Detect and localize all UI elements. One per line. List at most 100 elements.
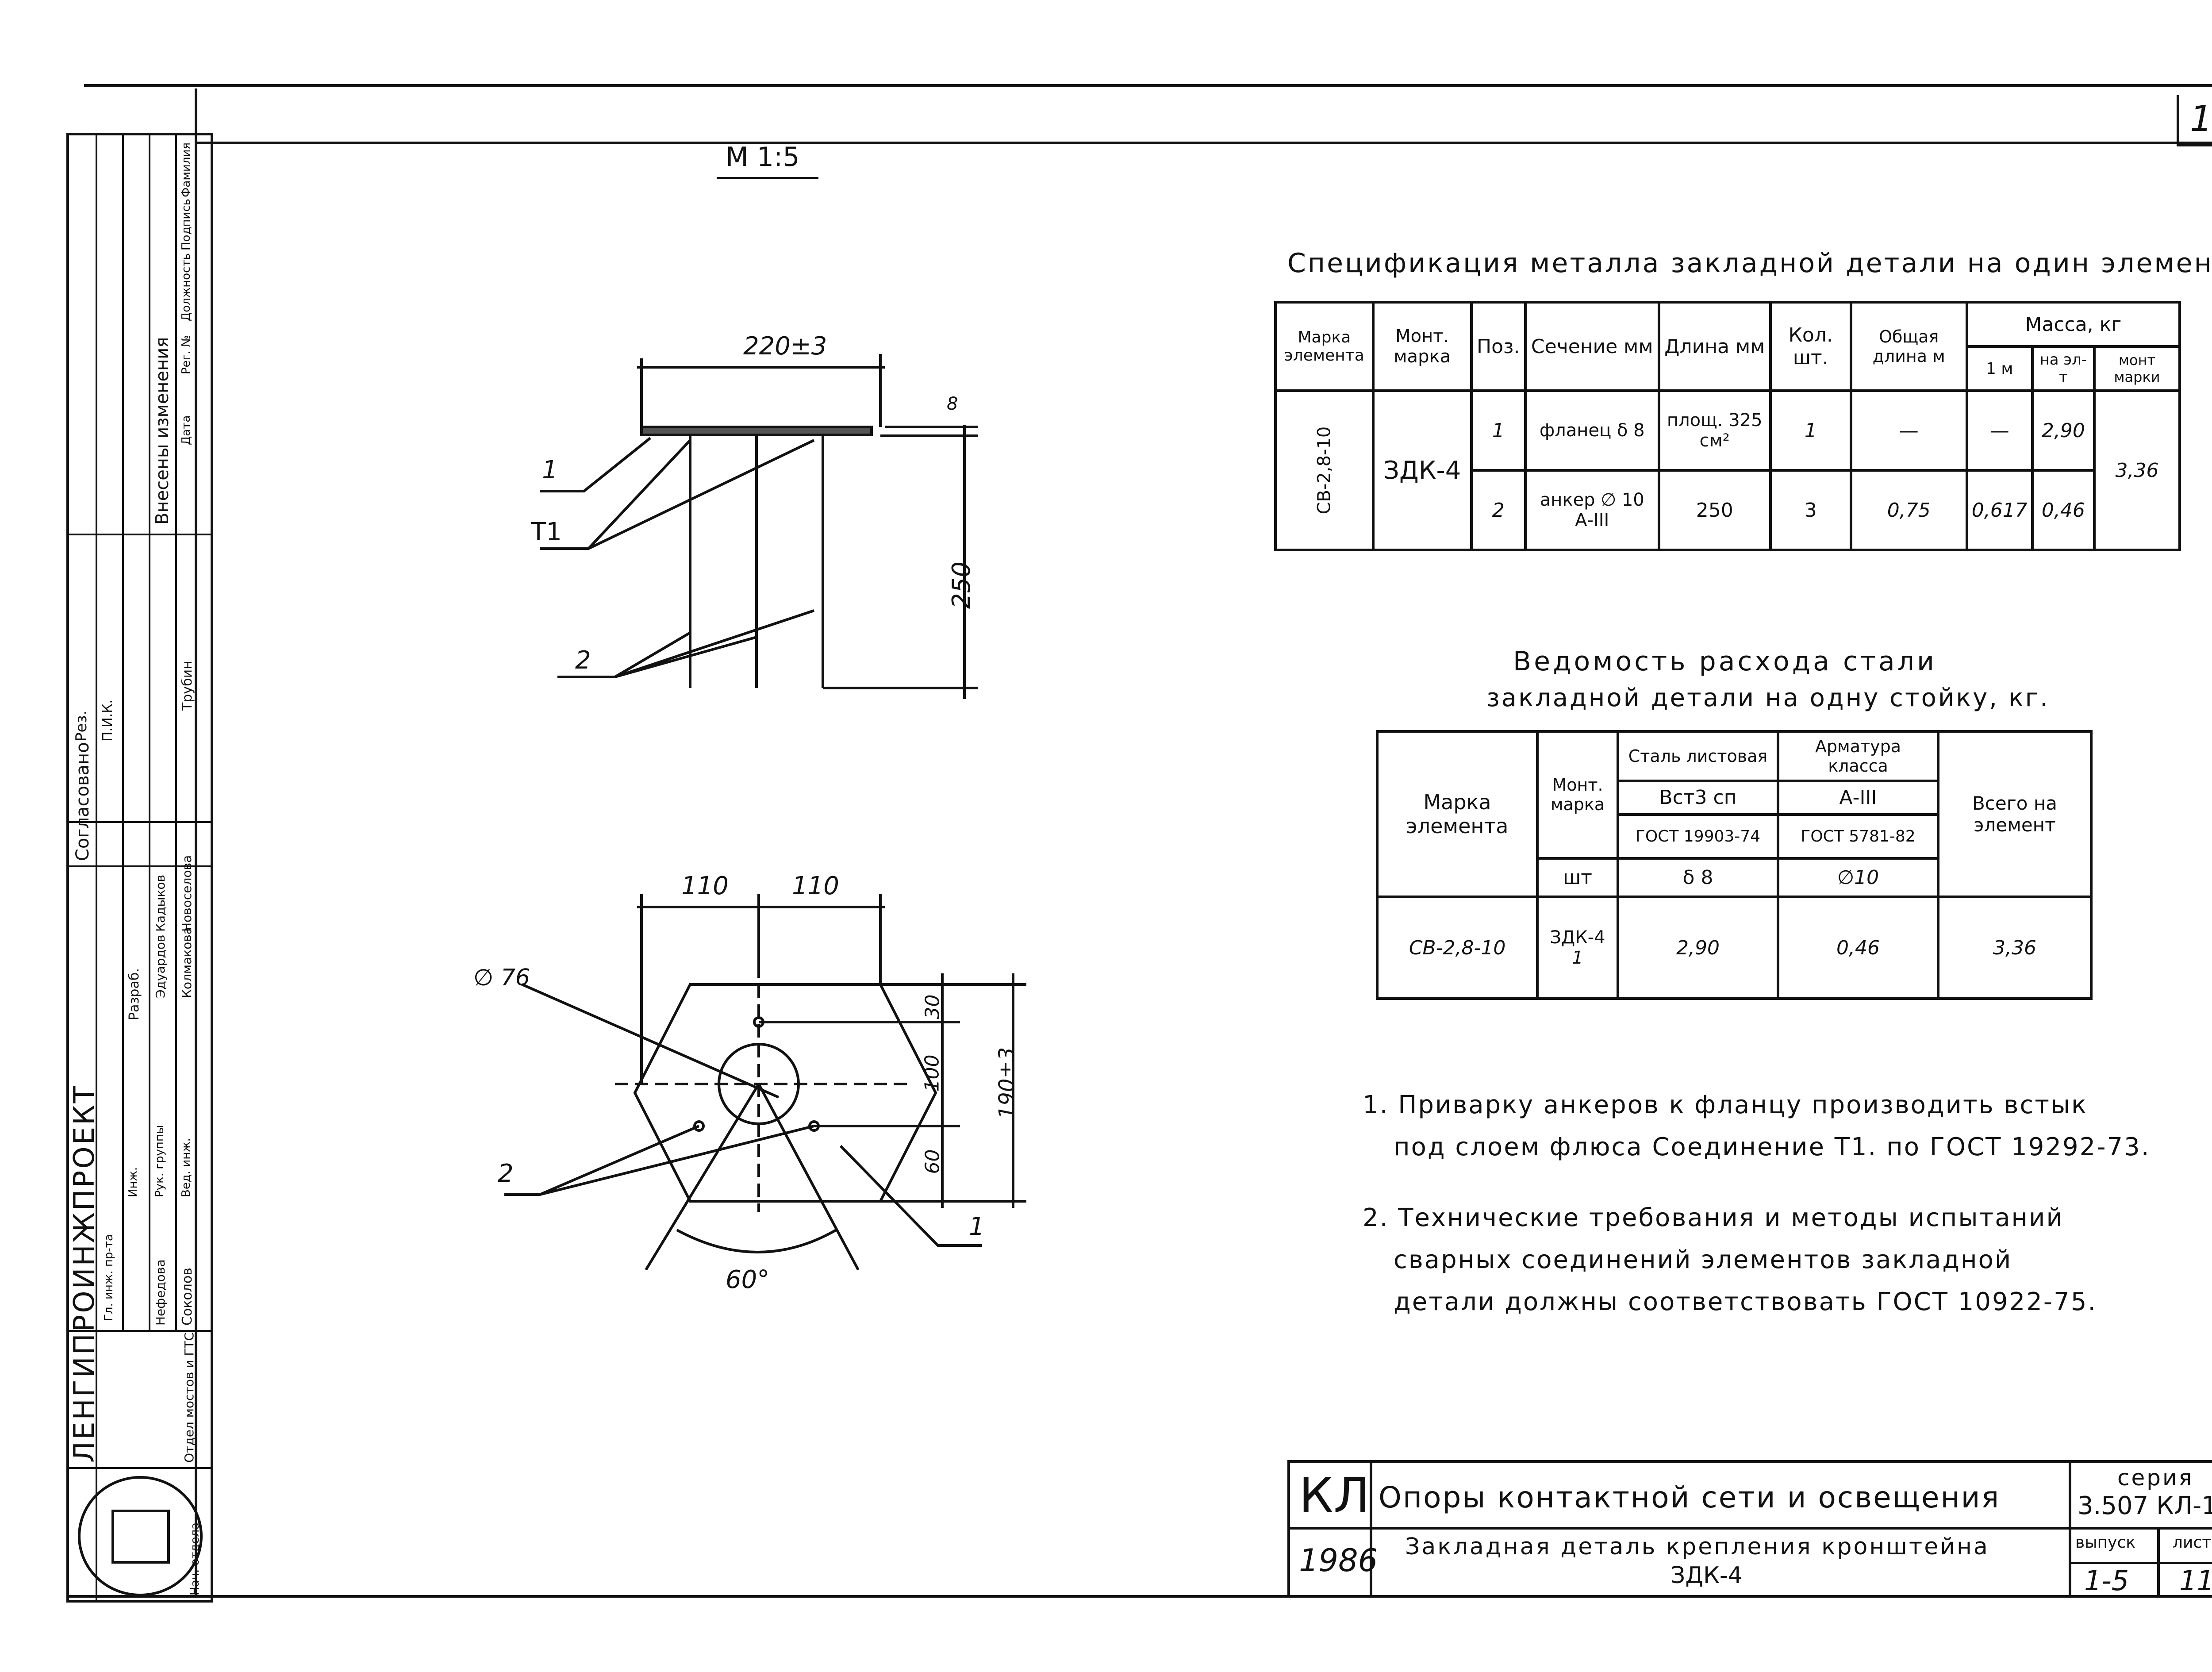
spec-cell-length: 250 [1657, 469, 1772, 551]
angle-line [757, 1083, 860, 1271]
sidebar-col-line [122, 135, 124, 1330]
tb-col-line [2069, 1463, 2071, 1598]
leader-2c [614, 609, 814, 678]
steel-rebar-gost: ГОСТ 5781-82 [1777, 813, 1939, 860]
spec-cell-totallen: — [1849, 389, 1968, 472]
dim-thickness: 8 [947, 394, 958, 414]
spec-cell-1m: — [1965, 389, 2034, 472]
steel-h-rebar: Арматура класса [1777, 730, 1939, 782]
tb-sub-title-1: Закладная деталь крепления кронштейна [1405, 1534, 1989, 1560]
sidebar-row-line [69, 1330, 211, 1332]
tb-sheet-value: 11 [2179, 1564, 2212, 1597]
steel-row-mount: ЗДК-4 1 [1536, 896, 1619, 1000]
angle-arc [676, 1229, 837, 1253]
frame-left-line [195, 88, 197, 1597]
logo-inner-box [111, 1510, 170, 1564]
flange-plate [640, 426, 873, 436]
spec-mount-mark: ЗДК-4 [1371, 389, 1473, 551]
spec-cell-1m: 0,617 [1965, 469, 2034, 551]
leader-t1 [540, 439, 691, 550]
dim-110-left: 110 [681, 872, 729, 900]
spec-cell-totallen: 0,75 [1849, 469, 1968, 551]
spec-cell-perel: 2,90 [2031, 389, 2096, 472]
dim-height: 250 [947, 561, 976, 609]
scale-label: М 1:5 [726, 142, 800, 173]
steel-title-2: закладной детали на одну стойку, кг. [1486, 684, 2050, 712]
spec-cell-pos: 2 [1470, 469, 1527, 551]
page-number: 15 [2190, 98, 2212, 139]
callout-t1: Т1 [531, 518, 562, 546]
tb-main-title: Опоры контактной сети и освещения [1379, 1480, 2001, 1514]
dim-190: 190±3 [995, 1047, 1020, 1119]
spec-mount-total: 3,36 [2093, 389, 2181, 551]
callout-1: 1 [542, 456, 558, 484]
note-line: 2. Технические требования и методы испыт… [1363, 1203, 2064, 1232]
sidebar-row-line [69, 534, 211, 535]
tb-issue-value: 1-5 [2084, 1564, 2129, 1597]
sidebar-row-line [69, 865, 211, 867]
spec-h-mass: Масса, кг [1965, 301, 2181, 348]
leader-1 [839, 1145, 982, 1247]
spec-h-pos: Поз. [1470, 301, 1527, 392]
steel-sheet-grade: Вст3 сп [1617, 779, 1779, 816]
leader-2b [539, 1125, 814, 1196]
tb-row-line [2069, 1562, 2212, 1564]
hexagon-flange [633, 983, 937, 1203]
frame-inner-top-line [195, 142, 2212, 144]
note-line: под слоем флюса Соединение Т1. по ГОСТ 1… [1394, 1133, 2151, 1161]
steel-row-count: 1 [1572, 948, 1583, 969]
spec-h-qty: Кол. шт. [1769, 301, 1852, 392]
steel-sheet-gost: ГОСТ 19903-74 [1617, 813, 1779, 860]
steel-table: Марка элемента Монт. марка Сталь листова… [1376, 730, 2093, 1000]
leader-dia [521, 983, 780, 1099]
steel-row-total: 3,36 [1937, 896, 2093, 1000]
spec-h-length: Длина мм [1657, 301, 1772, 392]
tb-series-label: серия [2117, 1465, 2194, 1491]
tb-kl: КЛ [1299, 1467, 1370, 1524]
sidebar-col-line [149, 135, 150, 1330]
spec-cell-length: площ. 325 см² [1657, 389, 1772, 472]
organization-logo [78, 1476, 203, 1596]
frame-bottom-line [66, 1595, 2212, 1598]
scale-underline [717, 177, 818, 179]
tb-issue-label: выпуск [2075, 1534, 2136, 1552]
title-block: КЛ 1986 Опоры контактной сети и освещени… [1287, 1460, 2212, 1598]
spec-cell-pos: 1 [1470, 389, 1527, 472]
frame-top-line [84, 84, 2212, 87]
anchor-hole [693, 1120, 705, 1132]
dim-width: 220±3 [743, 332, 827, 361]
spec-cell-section: анкер ∅ 10 А-III [1524, 469, 1660, 551]
dim-angle: 60° [726, 1265, 770, 1294]
spec-title: Спецификация металла закладной детали на… [1287, 248, 2212, 279]
sidebar-col-line [175, 135, 177, 1330]
spec-h-totallen: Общая длина м [1849, 301, 1968, 392]
sidebar-col-line [96, 135, 97, 1600]
spec-h-mount: Монт. марка [1371, 301, 1473, 392]
note-line: 1. Приварку анкеров к фланцу производить… [1363, 1091, 2088, 1119]
angle-line [645, 1083, 760, 1271]
callout-2-bottom: 2 [498, 1159, 514, 1188]
steel-rebar-grade: А-III [1777, 779, 1939, 816]
spec-cell-section: фланец δ 8 [1524, 389, 1660, 472]
spec-cell-perel: 0,46 [2031, 469, 2096, 551]
steel-row-rebar: 0,46 [1777, 896, 1939, 1000]
steel-row-mount-mark: ЗДК-4 [1550, 927, 1605, 948]
dim-100: 100 [921, 1054, 944, 1092]
leader-1 [540, 437, 651, 492]
spec-h-mountmark: монт марки [2093, 345, 2181, 392]
note-line: детали должны соответствовать ГОСТ 10922… [1394, 1288, 2097, 1316]
tb-year: 1986 [1299, 1542, 1378, 1579]
spec-h-section: Сечение мм [1524, 301, 1660, 392]
sidebar-stamp: ЛЕНГИПРОИНЖПРОЕКТ Согласовано Внесены из… [66, 133, 213, 1603]
tb-series-value: 3.507 КЛ-10 [2078, 1491, 2212, 1520]
dim-60: 60 [921, 1149, 944, 1174]
sidebar-row-line [69, 821, 211, 823]
callout-2: 2 [575, 646, 591, 675]
spec-element-mark: СВ-2,8-10 [1274, 389, 1375, 551]
steel-title-1: Ведомость расхода стали [1513, 646, 1937, 677]
tb-col-line [1370, 1463, 1372, 1598]
note-line: сварных соединений элементов закладной [1394, 1245, 2012, 1274]
steel-row-sheet: 2,90 [1617, 896, 1779, 1000]
steel-row-mark: СВ-2,8-10 [1376, 896, 1539, 1000]
